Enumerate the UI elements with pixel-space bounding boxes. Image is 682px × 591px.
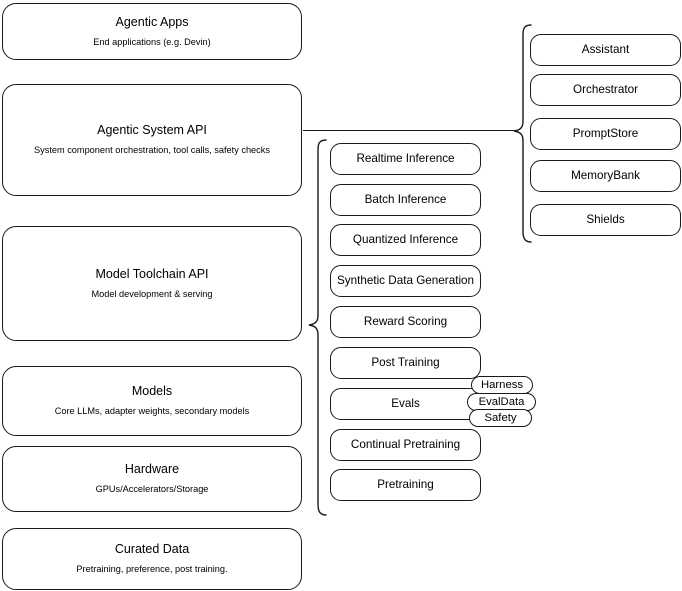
component-evals[interactable]: Evals (330, 388, 481, 420)
layer-subtitle: End applications (e.g. Devin) (93, 36, 211, 47)
component-reward-scoring[interactable]: Reward Scoring (330, 306, 481, 338)
component-memorybank[interactable]: MemoryBank (530, 160, 681, 192)
layer-title: Agentic Apps (115, 14, 189, 29)
layer-title: Model Toolchain API (95, 266, 209, 281)
evals-subcomponent-safety[interactable]: Safety (469, 409, 532, 427)
layer-subtitle: Pretraining, preference, post training. (76, 564, 228, 575)
component-label: Shields (586, 212, 625, 226)
layer-curated-data[interactable]: Curated Data Pretraining, preference, po… (2, 528, 302, 590)
component-label: Evals (391, 396, 420, 410)
component-label: Post Training (371, 355, 440, 369)
component-pretraining[interactable]: Pretraining (330, 469, 481, 501)
evals-subcomponent-label: Harness (480, 379, 524, 391)
component-label: Reward Scoring (363, 314, 448, 328)
component-label: Pretraining (377, 477, 434, 491)
component-synthetic-data-generation[interactable]: Synthetic Data Generation (330, 265, 481, 297)
layer-title: Hardware (124, 462, 180, 477)
component-label: Synthetic Data Generation (336, 273, 475, 287)
brace-toolchain-components (307, 138, 327, 518)
layer-subtitle: Core LLMs, adapter weights, secondary mo… (54, 406, 250, 417)
component-label: Batch Inference (364, 192, 447, 206)
component-label: Orchestrator (573, 82, 638, 96)
component-label: PromptStore (572, 126, 639, 140)
layer-title: Agentic System API (97, 123, 207, 138)
component-label: Assistant (581, 42, 630, 56)
layer-agentic-system-api[interactable]: Agentic System API System component orch… (2, 84, 302, 196)
component-continual-pretraining[interactable]: Continual Pretraining (330, 429, 481, 461)
component-shields[interactable]: Shields (530, 204, 681, 236)
component-realtime-inference[interactable]: Realtime Inference (330, 143, 481, 175)
layer-agentic-apps[interactable]: Agentic Apps End applications (e.g. Devi… (2, 3, 302, 60)
component-orchestrator[interactable]: Orchestrator (530, 74, 681, 106)
component-label: Quantized Inference (352, 232, 459, 246)
layer-subtitle: System component orchestration, tool cal… (34, 145, 270, 156)
evals-subcomponent-label: Safety (484, 412, 517, 424)
component-quantized-inference[interactable]: Quantized Inference (330, 224, 481, 256)
component-post-training[interactable]: Post Training (330, 347, 481, 379)
evals-subcomponent-harness[interactable]: Harness (471, 376, 533, 394)
layer-models[interactable]: Models Core LLMs, adapter weights, secon… (2, 366, 302, 436)
component-label: Continual Pretraining (350, 437, 461, 451)
layer-title: Curated Data (114, 542, 190, 557)
component-assistant[interactable]: Assistant (530, 34, 681, 66)
component-promptstore[interactable]: PromptStore (530, 118, 681, 150)
component-label: Realtime Inference (356, 151, 455, 165)
evals-subcomponent-label: EvalData (478, 396, 525, 408)
connector-line-system-api-to-components (303, 130, 515, 132)
layer-model-toolchain-api[interactable]: Model Toolchain API Model development & … (2, 226, 302, 341)
layer-hardware[interactable]: Hardware GPUs/Accelerators/Storage (2, 446, 302, 512)
brace-agentic-system-components (512, 23, 532, 245)
layer-subtitle: Model development & serving (91, 288, 213, 299)
component-batch-inference[interactable]: Batch Inference (330, 184, 481, 216)
layer-subtitle: GPUs/Accelerators/Storage (95, 484, 209, 495)
component-label: MemoryBank (571, 168, 640, 182)
layer-title: Models (131, 384, 173, 399)
